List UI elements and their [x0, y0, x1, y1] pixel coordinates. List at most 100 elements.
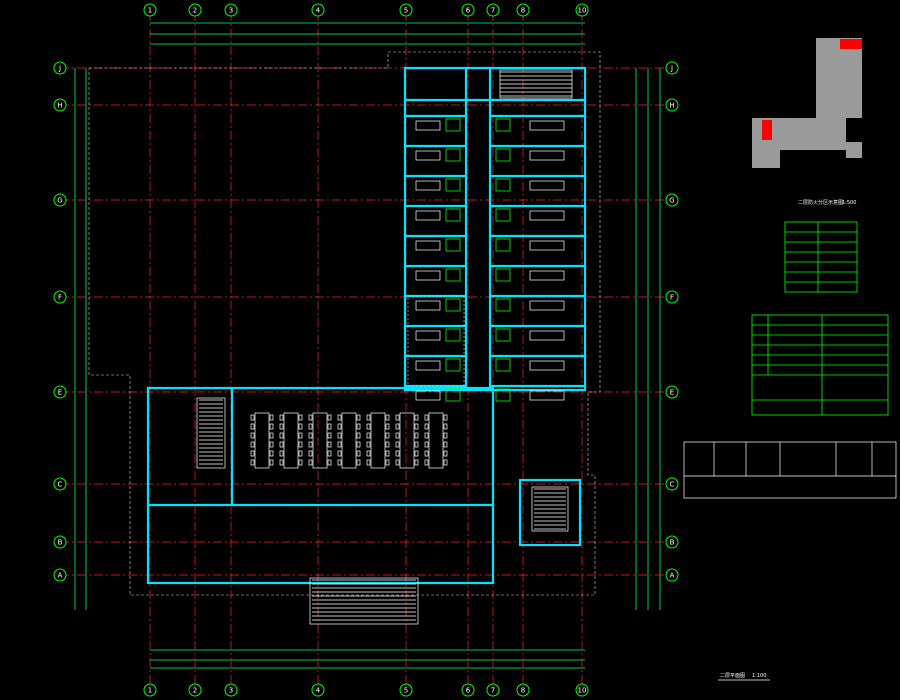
dining-table	[399, 412, 415, 469]
bed	[415, 390, 441, 401]
axis-bubble-left-C: C	[53, 477, 67, 491]
svg-text:G: G	[669, 197, 674, 205]
chair	[250, 441, 255, 448]
axis-bubble-right-F: F	[665, 290, 679, 304]
keyplan-mark-west	[762, 120, 772, 140]
chair	[279, 441, 284, 448]
schedule-table-1	[784, 221, 858, 293]
axis-bubble-right-H: H	[665, 98, 679, 112]
chair	[414, 450, 419, 457]
chair	[424, 459, 429, 466]
chair	[279, 423, 284, 430]
chair	[356, 441, 361, 448]
chair	[443, 450, 448, 457]
bed	[415, 270, 441, 281]
axis-bubble-top-8: 8	[516, 3, 530, 17]
axis-bubble-left-G: G	[53, 193, 67, 207]
chair	[327, 441, 332, 448]
axis-bubble-bottom-7: 7	[486, 683, 500, 697]
chair	[443, 441, 448, 448]
dormitory-rooms	[405, 114, 585, 402]
bathroom	[445, 268, 461, 282]
chair	[385, 414, 390, 421]
axis-bubble-right-E: E	[665, 385, 679, 399]
svg-text:J: J	[58, 65, 61, 73]
svg-text:F: F	[58, 294, 62, 302]
axis-bubble-bottom-10: 10	[575, 683, 589, 697]
bed	[415, 360, 441, 371]
chair	[298, 423, 303, 430]
building-outline	[88, 51, 601, 596]
bed	[529, 270, 565, 281]
bed	[529, 360, 565, 371]
chair	[250, 450, 255, 457]
dining-table	[370, 412, 386, 469]
dimension-lines	[74, 22, 661, 669]
chair	[327, 423, 332, 430]
chair	[395, 450, 400, 457]
chair	[385, 423, 390, 430]
svg-text:B: B	[670, 539, 675, 547]
bathroom	[495, 148, 511, 162]
chair	[366, 414, 371, 421]
bathroom	[495, 118, 511, 132]
svg-text:A: A	[670, 572, 675, 580]
chair	[443, 432, 448, 439]
axis-bubble-left-F: F	[53, 290, 67, 304]
chair	[308, 432, 313, 439]
chair	[414, 432, 419, 439]
svg-text:1: 1	[148, 7, 152, 15]
bed	[415, 330, 441, 341]
chair	[414, 414, 419, 421]
svg-text:6: 6	[466, 7, 471, 15]
chair	[298, 450, 303, 457]
chair	[385, 450, 390, 457]
vertical-axis-lines	[149, 12, 583, 688]
chair	[356, 450, 361, 457]
axis-bubble-bottom-5: 5	[399, 683, 413, 697]
chair	[366, 432, 371, 439]
axis-bubble-right-B: B	[665, 535, 679, 549]
bathroom	[445, 238, 461, 252]
building-walls	[146, 66, 587, 585]
chair	[424, 441, 429, 448]
svg-text:5: 5	[404, 687, 408, 695]
bathroom	[495, 238, 511, 252]
chair	[250, 414, 255, 421]
axis-bubble-right-G: G	[665, 193, 679, 207]
chair	[250, 432, 255, 439]
bed	[529, 300, 565, 311]
bed	[415, 150, 441, 161]
axis-bubble-right-A: A	[665, 568, 679, 582]
bed	[415, 300, 441, 311]
svg-text:3: 3	[229, 687, 233, 695]
dining-table	[283, 412, 299, 469]
bathroom	[495, 388, 511, 402]
chair	[356, 414, 361, 421]
chair	[298, 441, 303, 448]
svg-text:E: E	[670, 389, 674, 397]
bathroom	[495, 178, 511, 192]
svg-text:H: H	[669, 102, 674, 110]
chair	[337, 414, 342, 421]
svg-text:7: 7	[491, 687, 495, 695]
axis-bubble-top-6: 6	[461, 3, 475, 17]
drawing-title: 二层平面图	[720, 673, 745, 679]
axis-bubble-left-A: A	[53, 568, 67, 582]
chair	[385, 459, 390, 466]
chair	[269, 432, 274, 439]
chair	[298, 432, 303, 439]
keyplan-mark-north	[840, 39, 862, 49]
bed	[529, 120, 565, 131]
dining-table	[341, 412, 357, 469]
keyplan-title: 二层防火分区示意图	[798, 199, 843, 206]
axis-bubble-top-4: 4	[311, 3, 325, 17]
chair	[424, 432, 429, 439]
chair	[424, 423, 429, 430]
chair	[279, 459, 284, 466]
chair	[337, 459, 342, 466]
axis-bubble-left-B: B	[53, 535, 67, 549]
dining-table	[428, 412, 444, 469]
chair	[250, 459, 255, 466]
bed	[529, 240, 565, 251]
